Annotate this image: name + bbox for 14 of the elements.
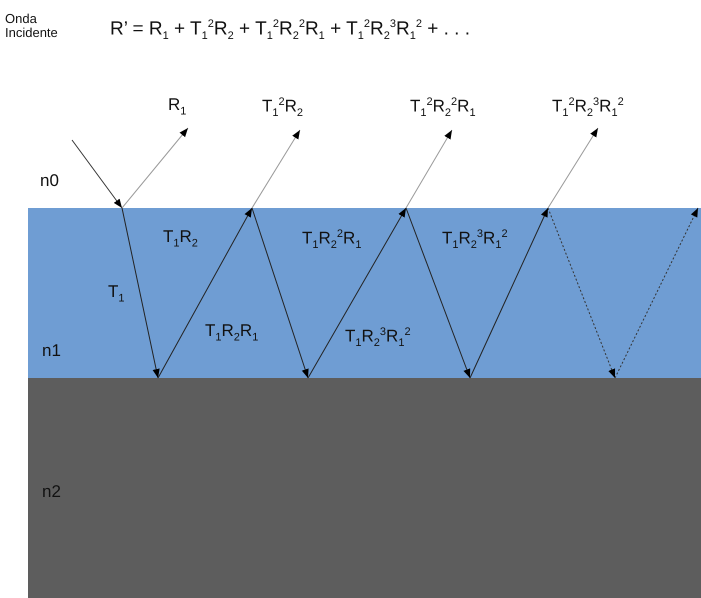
ray-coefficient-label: T$_{1}$R$_{2}$R$_{1}$ xyxy=(205,322,258,344)
substrate-layer xyxy=(28,378,701,598)
medium-label: n2 xyxy=(42,482,61,502)
medium-label: n1 xyxy=(42,341,61,361)
ray-coefficient-label: R$_{1}$ xyxy=(168,96,186,118)
ray-coefficient-label: T$_{1}$R$_{2}$$^{2}$R$_{1}$ xyxy=(302,228,362,252)
ray-coefficient-label: T$_{1}$R$_{2}$ xyxy=(163,228,198,250)
ray-coefficient-label: T$_{1}$$^{2}$R$_{2}$ xyxy=(262,96,304,120)
film-layer xyxy=(28,208,701,378)
ray-coefficient-label: T$_{1}$ xyxy=(108,283,125,304)
equation-title: R’ = R$_{1}$ + T$_{1}$$^{2}$R$_{2}$ + T$_{1}$$^{2}$R$_{2}$$^{2}$R$_{1}$ + T$_{1}$$^{2}$R$_{2}$$^{3}$R$_{1}$$^{2}$ + . . . xyxy=(110,18,470,42)
incident-wave-label: Onda Incidente xyxy=(5,12,59,41)
medium-label: n0 xyxy=(40,172,59,191)
ray-coefficient-label: T$_{1}$$^{2}$R$_{2}$$^{2}$R$_{1}$ xyxy=(410,96,476,120)
